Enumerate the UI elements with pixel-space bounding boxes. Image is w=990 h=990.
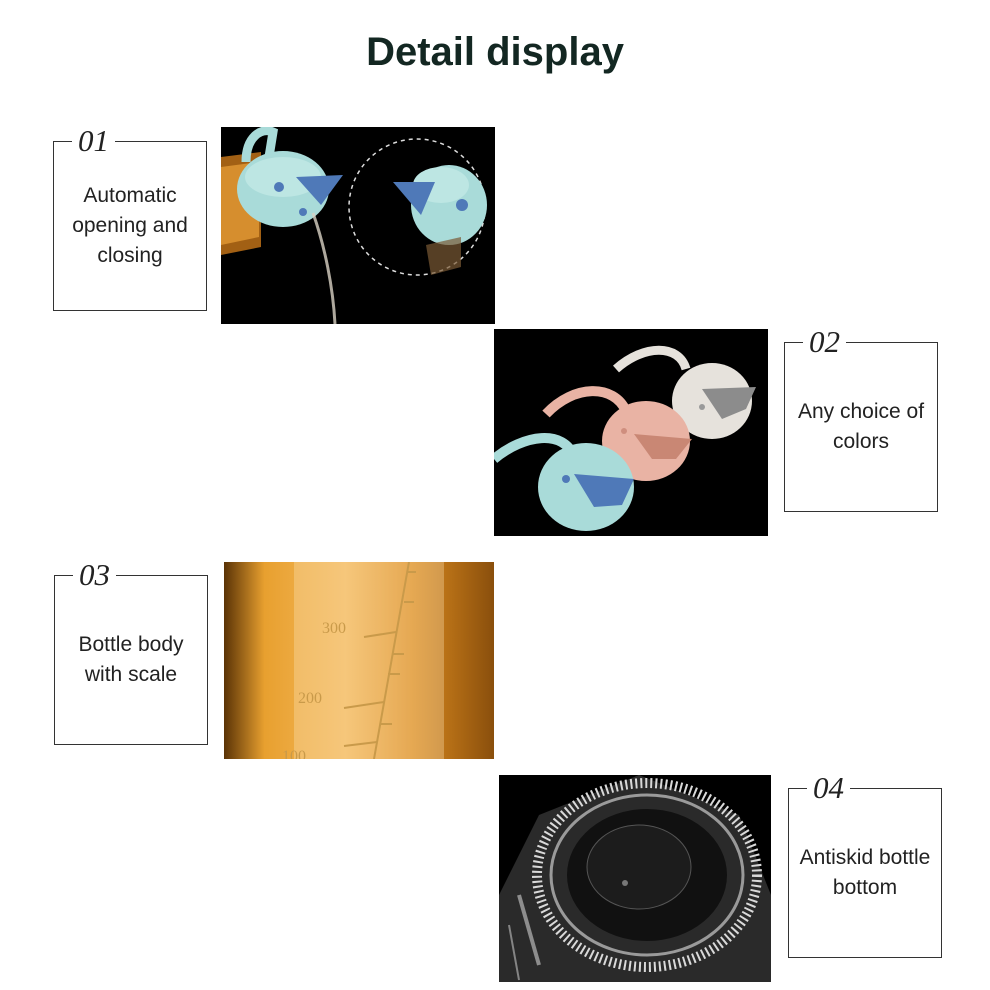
scale-mark-300: 300 xyxy=(322,620,346,637)
detail-01-number: 01 xyxy=(72,125,115,157)
detail-02-box: 02 Any choice of colors xyxy=(784,326,938,512)
detail-04-box: 04 Antiskid bottle bottom xyxy=(788,772,942,958)
detail-03-label: Bottle body with scale xyxy=(78,633,184,686)
detail-01-box: 01 Automatic opening and closing xyxy=(53,125,207,311)
detail-04-photo xyxy=(499,775,771,982)
detail-03-photo: 300 200 100 xyxy=(224,562,494,759)
detail-01-photo xyxy=(221,127,495,324)
detail-01-label: Automatic opening and closing xyxy=(72,184,188,267)
detail-04-label: Antiskid bottle bottom xyxy=(799,846,931,899)
detail-04-number: 04 xyxy=(807,772,850,804)
page-title: Detail display xyxy=(366,30,624,74)
scale-mark-200: 200 xyxy=(298,690,322,707)
scale-mark-100: 100 xyxy=(282,748,306,759)
detail-03-number: 03 xyxy=(73,559,116,591)
detail-02-label: Any choice of colors xyxy=(797,400,925,453)
detail-02-photo xyxy=(494,329,768,536)
detail-03-box: 03 Bottle body with scale xyxy=(54,559,208,745)
detail-02-number: 02 xyxy=(803,326,846,358)
